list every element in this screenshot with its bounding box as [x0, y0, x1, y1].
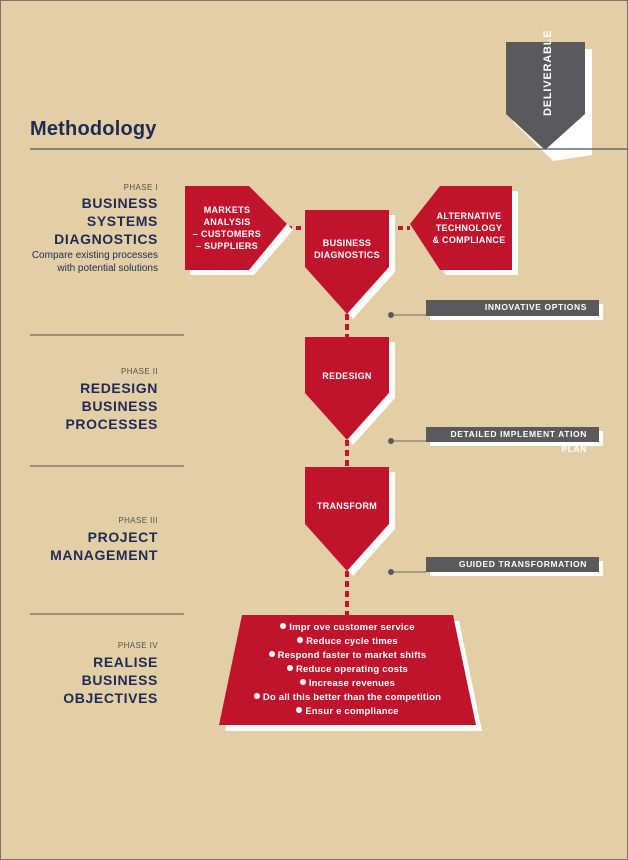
phase-4-name-line: REALISE	[93, 654, 158, 670]
redesign-box	[305, 337, 389, 440]
objective-text: Increase revenues	[308, 678, 396, 689]
bullet-icon	[253, 693, 260, 699]
objective-item: Respond faster to market shifts	[219, 649, 476, 663]
objective-item: Increase revenues	[219, 677, 476, 691]
diagnostics-line: BUSINESS	[322, 238, 372, 248]
deliverable-label: DELIVERABLE	[542, 29, 554, 116]
diagnostics-line: DIAGNOSTICS	[314, 250, 380, 260]
objective-item: Ensur e compliance	[219, 705, 476, 719]
objectives-box	[219, 615, 476, 725]
transform-box-text: TRANSFORM	[316, 501, 378, 511]
objective-text: Reduce operating costs	[295, 664, 409, 675]
phase-4-name-line: OBJECTIVES	[63, 690, 158, 706]
objective-text: Reduce cycle times	[306, 636, 398, 647]
bullet-icon	[299, 679, 306, 685]
phase-4-name: REALISE BUSINESS OBJECTIVES	[30, 653, 158, 707]
markets-line: ANALYSIS	[203, 217, 251, 227]
tag-bar-3	[426, 557, 599, 572]
objectives-list: Impr ove customer service Reduce cycle t…	[219, 621, 476, 719]
deliverable-banner	[506, 42, 585, 150]
markets-box	[185, 186, 287, 270]
alternative-line: & COMPLIANCE	[432, 235, 506, 245]
diagnostics-box-text: BUSINESS DIAGNOSTICS	[305, 237, 389, 261]
objective-item: Do all this better than the competition	[219, 691, 476, 705]
deliverable-implementation-plan: DETAILED IMPLEMENT ATION PLAN	[450, 429, 587, 454]
phase-1-name-line: SYSTEMS	[86, 213, 158, 229]
deliverable-innovative-options: INNOVATIVE OPTIONS	[484, 302, 587, 312]
diagnostics-box	[305, 210, 389, 314]
bullet-icon	[296, 707, 303, 713]
phase-3-name-line: PROJECT	[87, 529, 158, 545]
phase-4-name-line: BUSINESS	[81, 672, 158, 688]
phase-1-desc-line: Compare existing processes	[31, 250, 158, 261]
phase-1-name: BUSINESS SYSTEMS DIAGNOSTICS	[30, 194, 158, 248]
markets-box-text: MARKETS ANALYSIS – CUSTOMERS – SUPPLIERS	[188, 204, 266, 252]
objective-item: Reduce operating costs	[219, 663, 476, 677]
bullet-icon	[268, 651, 275, 657]
objective-text: Respond faster to market shifts	[277, 650, 427, 661]
transform-box	[305, 467, 389, 571]
deliverable-label-wrap: DELIVERABLE	[528, 30, 578, 148]
phase-1-description: Compare existing processes with potentia…	[0, 249, 158, 275]
objective-item: Reduce cycle times	[219, 635, 476, 649]
tag-bar-1	[426, 300, 599, 316]
objective-text: Do all this better than the competition	[262, 692, 442, 703]
objective-text: Ensur e compliance	[305, 706, 399, 717]
phase-2-name-line: PROCESSES	[65, 416, 158, 432]
phase-1-name-line: BUSINESS	[81, 195, 158, 211]
alternative-line: ALTERNATIVE	[436, 211, 502, 221]
phase-1-label: PHASE I	[123, 183, 158, 192]
phase-2-name-line: BUSINESS	[81, 398, 158, 414]
tag-dot-2	[388, 438, 394, 444]
tag-bar-2	[426, 427, 599, 442]
bullet-icon	[280, 623, 287, 629]
bullet-icon	[286, 665, 293, 671]
phase-3-label: PHASE III	[118, 516, 158, 525]
phase-1-name-line: DIAGNOSTICS	[54, 231, 158, 247]
phase-2-name-line: REDESIGN	[80, 380, 158, 396]
phase-1-desc-line: with potential solutions	[57, 263, 158, 274]
redesign-box-text: REDESIGN	[322, 371, 372, 381]
phase-4-label: PHASE IV	[117, 641, 158, 650]
objective-text: Impr ove customer service	[289, 622, 415, 633]
phase-3-name-line: MANAGEMENT	[50, 547, 158, 563]
deliverable-guided-transformation: GUIDED TRANSFORMATION	[458, 559, 587, 569]
alternative-box	[410, 186, 512, 270]
markets-line: – SUPPLIERS	[196, 241, 258, 251]
bullet-icon	[297, 637, 304, 643]
phase-2-label: PHASE II	[121, 367, 158, 376]
objective-item: Impr ove customer service	[219, 621, 476, 635]
tag-dot-1	[388, 312, 394, 318]
alternative-box-text: ALTERNATIVE TECHNOLOGY & COMPLIANCE	[428, 210, 510, 246]
markets-line: MARKETS	[203, 205, 251, 215]
markets-line: – CUSTOMERS	[192, 229, 262, 239]
phase-3-name: PROJECT MANAGEMENT	[30, 528, 158, 564]
tag-dot-3	[388, 569, 394, 575]
phase-2-name: REDESIGN BUSINESS PROCESSES	[30, 379, 158, 433]
page-title: Methodology	[30, 118, 157, 140]
alternative-line: TECHNOLOGY	[435, 223, 503, 233]
